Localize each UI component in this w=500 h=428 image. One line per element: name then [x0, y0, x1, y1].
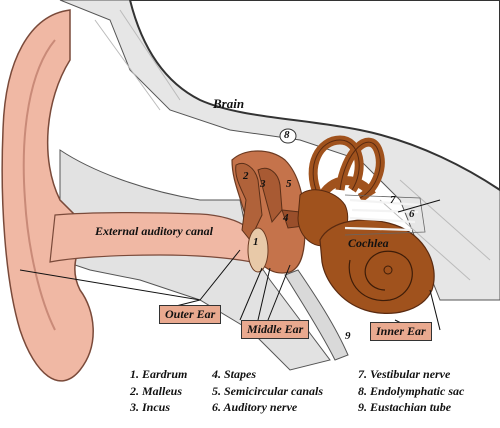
marker-7: 7 — [390, 194, 396, 206]
marker-1: 1 — [253, 236, 259, 248]
legend-item: 5. Semicircular canals — [212, 383, 324, 398]
marker-5: 5 — [286, 178, 292, 190]
legend-column-2: 4. Stapes 5. Semicircular canals 6. Audi… — [212, 366, 323, 416]
marker-6: 6 — [409, 208, 415, 220]
temporal-bone-lower — [59, 149, 331, 371]
label-inner-ear: Inner Ear — [370, 322, 432, 341]
marker-8: 8 — [284, 129, 290, 141]
marker-3: 3 — [260, 178, 266, 190]
marker-4: 4 — [283, 212, 289, 224]
marker-9: 9 — [345, 330, 351, 342]
legend-item: 8. Endolymphatic sac — [358, 383, 465, 398]
label-cochlea: Cochlea — [348, 236, 389, 250]
legend-item: 1. Eardrum — [130, 367, 188, 381]
legend-item: 2. Malleus — [130, 383, 183, 398]
legend-item: 6. Auditory nerve — [212, 400, 298, 414]
pinna — [1, 9, 94, 382]
legend-item: 9. Eustachian tube — [358, 400, 452, 414]
marker-2: 2 — [243, 170, 249, 182]
legend-item: 3. Incus — [130, 400, 171, 414]
label-external-canal: External auditory canal — [95, 224, 214, 238]
label-middle-ear: Middle Ear — [241, 320, 310, 339]
legend-item: 4. Stapes — [212, 367, 257, 381]
auditory-vestibular-nerves — [344, 198, 421, 232]
eardrum — [247, 227, 269, 273]
bone-texture — [94, 9, 491, 281]
endolymphatic-sac — [279, 128, 297, 144]
eustachian-tube — [284, 269, 349, 361]
pinna-inner-fold — [22, 39, 56, 331]
label-brain: Brain — [213, 96, 245, 111]
nerve-bundle-outline — [344, 194, 426, 236]
legend-item: 7. Vestibular nerve — [358, 367, 451, 381]
brain-boundary — [128, 0, 500, 192]
label-outer-ear: Outer Ear — [159, 305, 222, 324]
incus — [257, 167, 283, 224]
legend-column-3: 7. Vestibular nerve 8. Endolymphatic sac… — [358, 366, 464, 416]
legend-column-1: 1. Eardrum 2. Malleus 3. Incus — [130, 366, 187, 416]
